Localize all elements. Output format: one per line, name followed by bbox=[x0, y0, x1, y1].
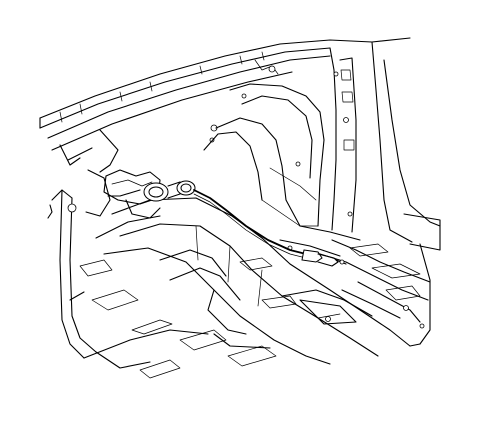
center-tunnel bbox=[103, 197, 411, 365]
cable-icon bbox=[107, 189, 307, 259]
clip-icon bbox=[301, 249, 347, 267]
cowl-panel bbox=[39, 37, 411, 173]
right-edge bbox=[409, 243, 431, 347]
right-pillar bbox=[329, 41, 441, 251]
footwell-wall bbox=[203, 83, 325, 227]
grommet-icon bbox=[143, 180, 196, 202]
floor-pan bbox=[69, 225, 431, 379]
left-wall bbox=[47, 169, 161, 359]
